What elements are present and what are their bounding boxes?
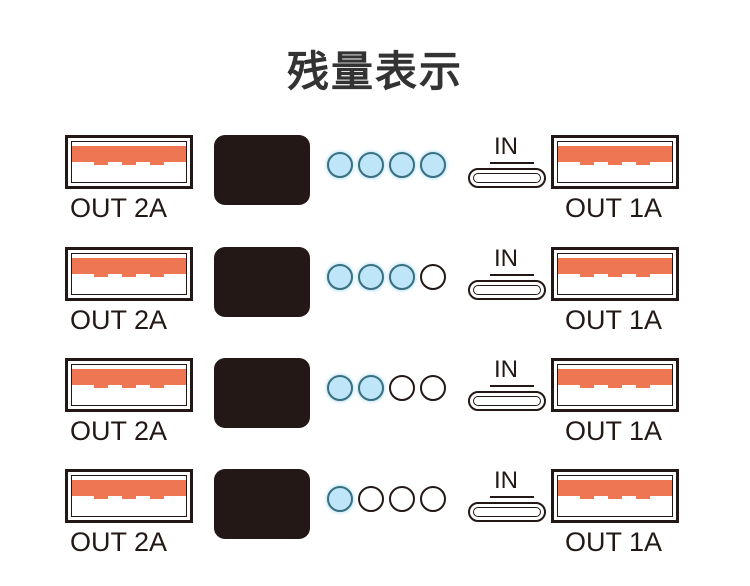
- led-on-icon: [327, 152, 353, 178]
- input-label: IN: [494, 245, 518, 272]
- input-underline: [490, 385, 534, 387]
- usb-a-port-right-icon: [551, 247, 679, 301]
- led-off-icon: [420, 375, 446, 401]
- output-1a-label: OUT 1A: [565, 527, 663, 557]
- led-off-icon: [389, 486, 415, 512]
- usb-c-port-icon: [468, 502, 546, 522]
- input-label: IN: [494, 467, 518, 494]
- power-button: [214, 135, 310, 205]
- usb-a-port-left-icon: [65, 469, 193, 523]
- led-on-icon: [389, 152, 415, 178]
- power-button: [214, 247, 310, 317]
- usb-c-port-icon: [468, 280, 546, 300]
- output-1a-label: OUT 1A: [565, 416, 663, 446]
- output-1a-label: OUT 1A: [565, 193, 663, 223]
- battery-level-row: OUT 2A IN OUT 1A: [0, 133, 750, 245]
- led-on-icon: [420, 152, 446, 178]
- led-on-icon: [358, 375, 384, 401]
- usb-a-port-left-icon: [65, 247, 193, 301]
- usb-c-port-icon: [468, 168, 546, 188]
- usb-a-port-right-icon: [551, 358, 679, 412]
- output-2a-label: OUT 2A: [70, 416, 168, 446]
- output-2a-label: OUT 2A: [70, 305, 168, 335]
- output-2a-label: OUT 2A: [70, 527, 168, 557]
- input-label: IN: [494, 356, 518, 383]
- power-button: [214, 358, 310, 428]
- output-1a-label: OUT 1A: [565, 305, 663, 335]
- usb-a-port-left-icon: [65, 358, 193, 412]
- led-on-icon: [358, 152, 384, 178]
- usb-c-port-icon: [468, 391, 546, 411]
- diagram-title: 残量表示: [286, 47, 463, 96]
- input-underline: [490, 162, 534, 164]
- input-underline: [490, 274, 534, 276]
- led-on-icon: [327, 264, 353, 290]
- input-underline: [490, 496, 534, 498]
- battery-level-row: OUT 2A IN OUT 1A: [0, 467, 750, 579]
- battery-level-row: OUT 2A IN OUT 1A: [0, 356, 750, 468]
- output-2a-label: OUT 2A: [70, 193, 168, 223]
- led-off-icon: [389, 375, 415, 401]
- led-off-icon: [420, 264, 446, 290]
- usb-a-port-right-icon: [551, 469, 679, 523]
- battery-level-row: OUT 2A IN OUT 1A: [0, 245, 750, 357]
- led-on-icon: [389, 264, 415, 290]
- usb-a-port-left-icon: [65, 135, 193, 189]
- led-on-icon: [358, 264, 384, 290]
- power-button: [214, 469, 310, 539]
- led-off-icon: [358, 486, 384, 512]
- usb-a-port-right-icon: [551, 135, 679, 189]
- led-on-icon: [327, 375, 353, 401]
- led-off-icon: [420, 486, 446, 512]
- input-label: IN: [494, 133, 518, 160]
- led-on-icon: [327, 486, 353, 512]
